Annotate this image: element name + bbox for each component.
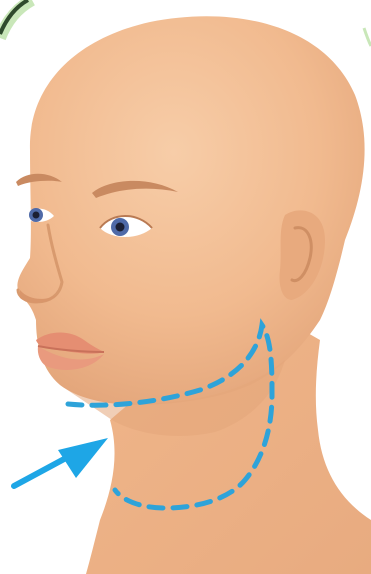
corner-ring-decoration bbox=[0, 0, 32, 38]
corner-mark-decoration bbox=[364, 28, 371, 46]
arrow-icon bbox=[14, 438, 108, 486]
